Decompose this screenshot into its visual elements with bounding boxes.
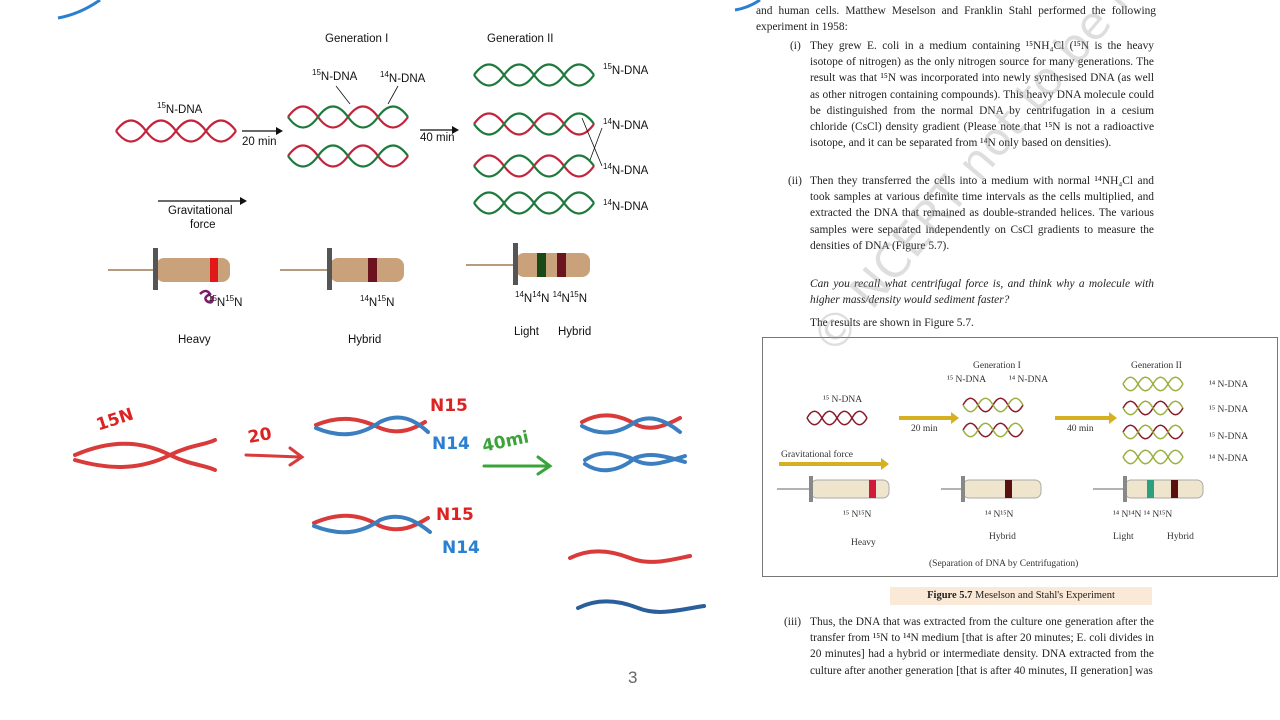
item3-text: Thus, the DNA that was extracted from th… [810,614,1154,679]
results-text: The results are shown in Figure 5.7. [810,315,1154,331]
grav-label-1: Gravitational [168,205,233,217]
tube3-label: 14N14N 14N15N [515,290,587,305]
time1-label: 20 min [242,136,277,148]
time2-label: 40 min [420,132,455,144]
fig-gen1: Generation I [973,361,1021,371]
gen2-dna-3 [474,156,594,177]
item1-number: (i) [790,38,801,54]
item3-number: (iii) [784,614,801,630]
fig-n14-1: ¹⁴ N-DNA [1209,380,1248,390]
hybrid-label: Hybrid [348,334,381,346]
gen2-n14-label-1: 14N-DNA [603,117,648,132]
fig-n15-parent: ¹⁵ N-DNA [823,395,862,405]
fig-n15-r1: ¹⁵ N-DNA [1209,405,1248,415]
figure-5-7: Generation I Generation II ¹⁵ N-DNA ¹⁵ N… [762,337,1278,577]
gen2-n15-label-1: 15N-DNA [603,62,648,77]
item2-number: (ii) [788,173,802,189]
hand-n15-b: N15 [436,505,474,525]
page-number: 3 [628,668,637,688]
hand-20: 20 [246,424,273,448]
gen2-label: Generation II [487,33,553,45]
fig-n14-2: ¹⁴ N-DNA [1209,454,1248,464]
gen1-dna-1 [288,107,408,128]
intro-paragraph: and human cells. Matthew Meselson and Fr… [756,3,1156,35]
parent-dna [116,121,236,142]
fig-n15-gen1: ¹⁵ N-DNA [947,375,986,385]
tube2-label: 14N15N [360,294,394,309]
fig-hybrid: Hybrid [989,532,1016,542]
gen2-dna-4 [474,193,594,214]
hand-n15-a: N15 [430,396,468,416]
tube1-label: 15N15N [208,294,242,309]
fig-light: Light [1113,532,1134,542]
gen1-n15-label: 15N-DNA [312,68,357,83]
fig-separation: (Separation of DNA by Centrifugation) [929,559,1078,569]
slide-panel: Generation I Generation II 15N-DNA 15N-D… [0,0,740,720]
parent-n15-label: 15N-DNA [157,101,202,116]
blue-pen-mark [58,0,100,18]
gen1-label: Generation I [325,33,388,45]
question-text: Can you recall what centrifugal force is… [810,276,1154,308]
gen1-n14-label: 14N-DNA [380,70,425,85]
fig-tube1-label: ¹⁵ N¹⁵N [843,510,871,520]
slide-diagram [0,0,740,720]
grav-label-2: force [190,219,216,231]
figure-caption: Figure 5.7 Meselson and Stahl's Experime… [890,587,1152,605]
fig-grav: Gravitational force [781,450,853,460]
tube-hybrid [280,248,404,290]
item1-text: They grew E. coli in a medium containing… [810,38,1154,151]
hybrid-label-2: Hybrid [558,326,591,338]
fig-hybrid2: Hybrid [1167,532,1194,542]
gen1-dna-2 [288,146,408,167]
fig-tube3-label: ¹⁴ N¹⁴N ¹⁴ N¹⁵N [1113,510,1172,520]
tube-light-hybrid [466,243,590,285]
item2-text: Then they transferred the cells into a m… [810,173,1154,254]
heavy-label: Heavy [178,334,211,346]
gen2-n14-label-3: 14N-DNA [603,198,648,213]
fig-gen2: Generation II [1131,361,1182,371]
tube-heavy [108,248,230,290]
light-label: Light [514,326,539,338]
fig-time1: 20 min [911,424,938,434]
gen2-n14-label-2: 14N-DNA [603,162,648,177]
fig-n14-gen1: ¹⁴ N-DNA [1009,375,1048,385]
gen2-dna-2 [474,114,594,135]
fig-tube2-label: ¹⁴ N¹⁵N [985,510,1013,520]
gen2-dna-1 [474,65,594,86]
fig-n15-r2: ¹⁵ N-DNA [1209,432,1248,442]
fig-heavy: Heavy [851,538,876,548]
hand-n14-a: N14 [432,434,470,454]
hand-n14-b: N14 [442,538,480,558]
fig-time2: 40 min [1067,424,1094,434]
